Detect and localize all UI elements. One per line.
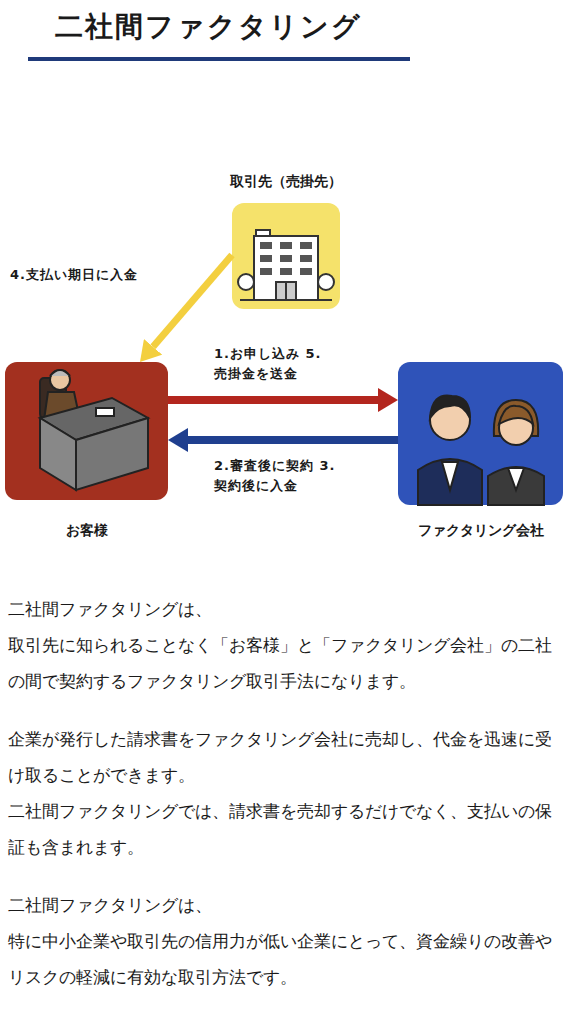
desk-person-icon [40,370,148,490]
flow-arrow [168,396,378,404]
window [260,268,272,275]
customer-box: お客様 [5,362,168,500]
flow-arrow [188,436,398,444]
body-text: 企業が発行した請求書をファクタリング会社に売却し、代金を迅速に受け取ることができ… [8,722,560,794]
body-text: 取引先に知られることなく「お客様」と「ファクタリング会社」の二社の間で契約するフ… [8,628,560,700]
node-label: 取引先（売掛先） [192,173,380,191]
body-text: 特に中小企業や取引先の信用力が低い企業にとって、資金繰りの改善やリスクの軽減に有… [8,924,560,996]
node-label: ファクタリング会社 [358,522,568,540]
building-icon [238,230,334,300]
window [300,242,312,249]
body-text: 二社間ファクタリングでは、請求書を売却するだけでなく、支払いの保証も含まれます。 [8,794,560,866]
body-text: 二社間ファクタリングは、 [8,888,560,924]
window [280,242,292,249]
body-text: 二社間ファクタリングは、 [8,592,560,628]
factoring-box-fill [398,362,563,505]
edge-label: 1.お申し込み 5.売掛金を送金 [214,344,354,384]
staff-icon [418,395,544,505]
window [260,255,272,262]
client-box: 取引先（売掛先） [232,203,340,309]
customer-box-fill [5,362,168,500]
title: 二社間ファクタリング [55,8,362,46]
flow-arrow [153,255,232,347]
window [280,268,292,275]
window [280,255,292,262]
node-label: お客様 [0,522,208,540]
edge-label: 4.支払い期日に入金 [10,265,180,285]
window [300,255,312,262]
building-windows [260,242,312,275]
window [300,268,312,275]
factoring-box: ファクタリング会社 [398,362,563,505]
window [260,242,272,249]
client-box-fill [232,203,340,309]
edge-label: 2.審査後に契約 3.契約後に入金 [214,456,354,496]
title-underline [28,57,410,61]
